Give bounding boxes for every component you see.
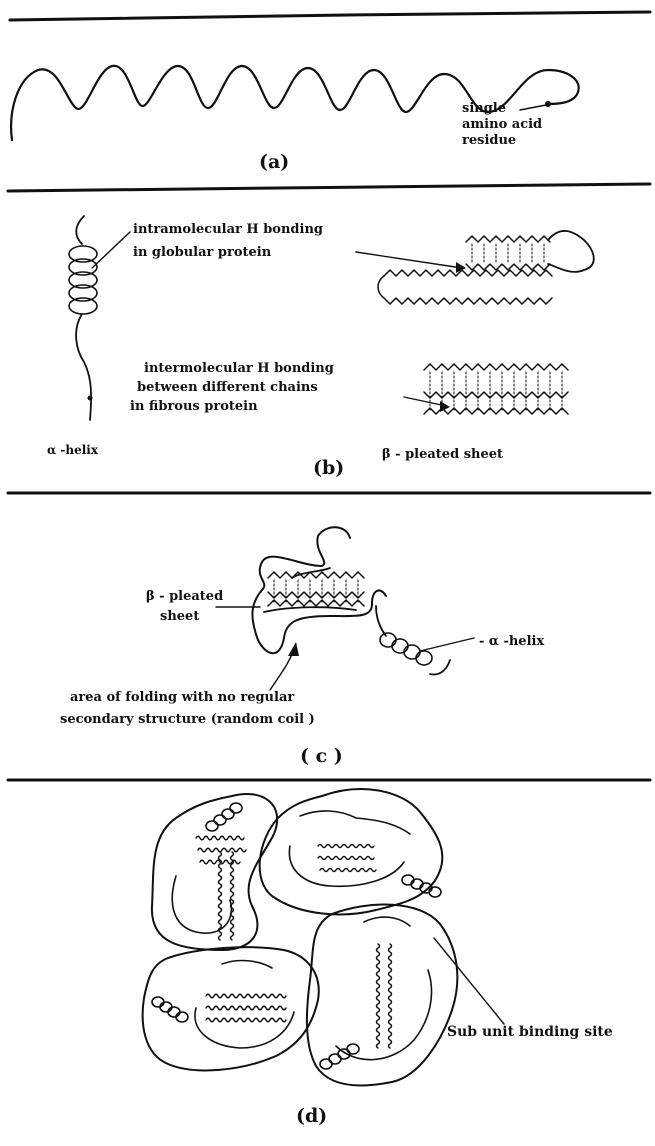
d-helix-coil: [329, 1054, 341, 1064]
d-helix-coil: [214, 815, 226, 825]
d-helix-coil: [168, 1007, 180, 1017]
inner-loop-bl: [195, 1008, 294, 1048]
inner-loop-tl: [172, 876, 231, 933]
caption-d: (d): [296, 1105, 327, 1127]
panel-b: intramolecular H bonding in globular pro…: [47, 216, 594, 479]
alpha-c-pointer: [420, 638, 474, 651]
hairpin-strand-mid: [466, 264, 550, 270]
d-sheet-strand: [206, 994, 286, 998]
d-helix-coil: [176, 1012, 188, 1022]
caption-a: (a): [259, 151, 289, 173]
panel-a: single amino acid residue (a): [11, 66, 579, 173]
c-helix-coil: [404, 645, 420, 659]
d-helix-coil: [152, 997, 164, 1007]
c-sheet-strand: [268, 592, 364, 598]
residue-pointer: [520, 105, 546, 110]
label-inter-2: between different chains: [137, 380, 318, 395]
d-sheet-strand: [206, 1018, 286, 1022]
d-helix-coil: [160, 1002, 172, 1012]
c-helix-coil: [416, 651, 432, 665]
panel-d: Sub unit binding site (d): [143, 789, 613, 1127]
helix-c-end: [430, 660, 450, 674]
label-beta-c-1: β - pleated: [146, 589, 223, 604]
c-helix-coil: [380, 633, 396, 647]
panel-d-elements: [152, 803, 441, 1069]
d-sheet-strand: [196, 836, 244, 840]
label-intra-1: intramolecular H bonding: [133, 222, 323, 237]
c-sheet-strand: [268, 600, 364, 606]
d-sheet-strand: [320, 869, 376, 872]
caption-c: ( c ): [300, 745, 343, 767]
hairpin-turn: [378, 276, 384, 298]
alpha-helix-c: [380, 633, 432, 665]
label-alpha-helix-b: α -helix: [47, 443, 99, 457]
c-sheet-strand: [268, 572, 364, 578]
helix-c-tail: [376, 606, 386, 636]
label-beta-c-2: sheet: [160, 609, 199, 624]
label-inter-3: in fibrous protein: [130, 399, 258, 414]
amino-acid-dot: [545, 101, 551, 107]
c-helix-coil: [392, 639, 408, 653]
d-vertical-strand: [389, 944, 392, 1048]
hairpin-strand-lower: [384, 270, 552, 276]
inter-sheet-strand: [424, 364, 568, 370]
coil-arrowhead: [288, 642, 299, 656]
inner-loop-tr: [289, 846, 404, 886]
d-sheet-strand: [318, 845, 374, 848]
d-helix-coil: [320, 1059, 332, 1069]
label-single: single: [462, 101, 506, 116]
subunit-top-right: [260, 789, 443, 914]
beta-sheet-intra: [378, 236, 552, 304]
d-sheet-strand: [206, 1006, 286, 1010]
hairpin-strand-top: [466, 236, 550, 242]
hairpin-loop: [548, 231, 594, 272]
label-residue: residue: [462, 133, 516, 148]
hairpin-strand-bottom: [384, 298, 552, 304]
separator-ab: [8, 184, 650, 191]
t-core-bottom-left: [222, 961, 272, 968]
label-beta-sheet-b: β - pleated sheet: [382, 447, 503, 462]
t-core-bottom-right: [364, 917, 410, 926]
label-amino-acid: amino acid: [462, 117, 542, 132]
alpha-helix-tail-top: [76, 216, 84, 244]
helix-end-dot: [88, 396, 93, 401]
alpha-helix-tail-bottom: [76, 314, 91, 420]
intra-bond-pointer: [92, 232, 130, 268]
inter-sheet-pointer: [404, 397, 446, 406]
d-vertical-strand: [377, 944, 380, 1048]
d-vertical-strand: [231, 852, 234, 940]
binding-site-pointer: [434, 938, 504, 1024]
d-vertical-strand: [219, 852, 222, 940]
panel-c: β - pleated sheet - α -helix area of fol…: [60, 527, 544, 767]
label-binding-site: Sub unit binding site: [447, 1024, 613, 1040]
label-alpha-c: - α -helix: [479, 634, 544, 649]
t-core-top-right: [300, 811, 410, 834]
d-sheet-strand: [318, 857, 374, 860]
d-sheet-strand: [198, 848, 246, 852]
alpha-helix-coils: [69, 246, 97, 314]
folded-chain-outline: [252, 527, 386, 653]
separator-top: [10, 12, 650, 20]
label-coil-1: area of folding with no regular: [70, 690, 294, 705]
inner-loop-br: [336, 970, 432, 1060]
d-helix-coil: [230, 803, 242, 813]
caption-b: (b): [313, 457, 344, 479]
label-intra-2: in globular protein: [133, 245, 272, 260]
d-helix-coil: [206, 821, 218, 831]
inter-sheet-strand: [424, 392, 568, 398]
intra-sheet-pointer: [356, 252, 462, 268]
d-helix-coil: [222, 809, 234, 819]
label-inter-1: intermolecular H bonding: [144, 361, 334, 376]
d-helix-coil: [347, 1044, 359, 1054]
label-coil-2: secondary structure (random coil ): [60, 712, 315, 727]
beta-sheet-c: [268, 572, 364, 606]
folded-chain-inner: [264, 607, 356, 612]
